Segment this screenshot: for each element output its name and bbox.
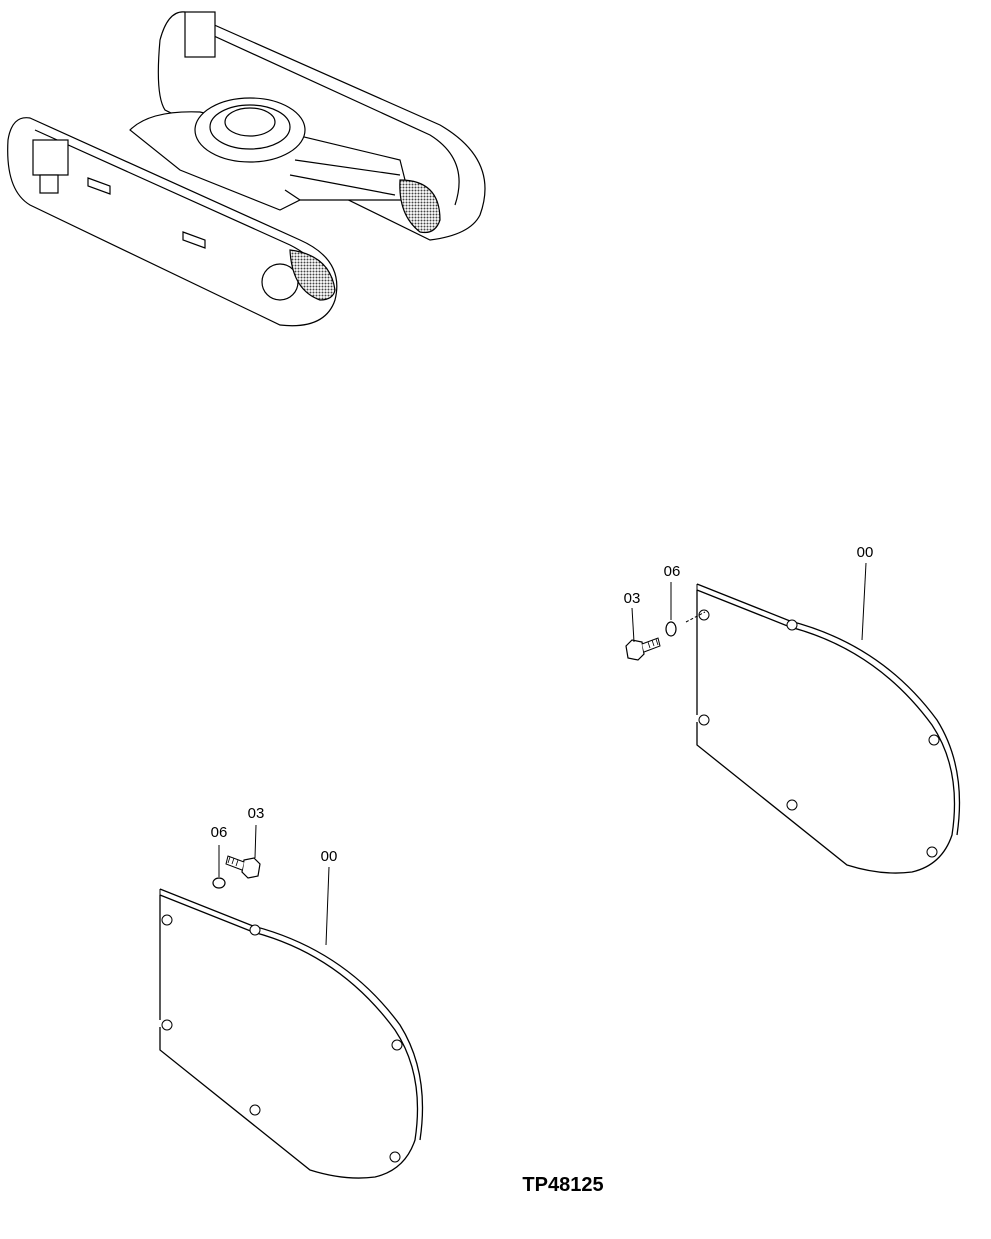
left-washer (212, 877, 226, 889)
drawing-code: TP48125 (522, 1174, 604, 1196)
left-cover-plate (159, 888, 424, 1179)
right-cover-plate (696, 583, 961, 874)
left-bolt-label: 03 (247, 805, 265, 822)
left-bolt (225, 855, 261, 879)
right-cover-label: 00 (856, 544, 874, 561)
right-bolt-label: 03 (623, 590, 641, 607)
left-washer-label: 06 (210, 824, 228, 841)
right-washer (665, 621, 677, 637)
right-bolt (625, 637, 661, 661)
undercarriage-illustration (7, 11, 486, 327)
left-leader-lines (218, 824, 330, 946)
right-leader-lines (631, 562, 867, 643)
left-cover-label: 00 (320, 848, 338, 865)
right-washer-label: 06 (663, 563, 681, 580)
